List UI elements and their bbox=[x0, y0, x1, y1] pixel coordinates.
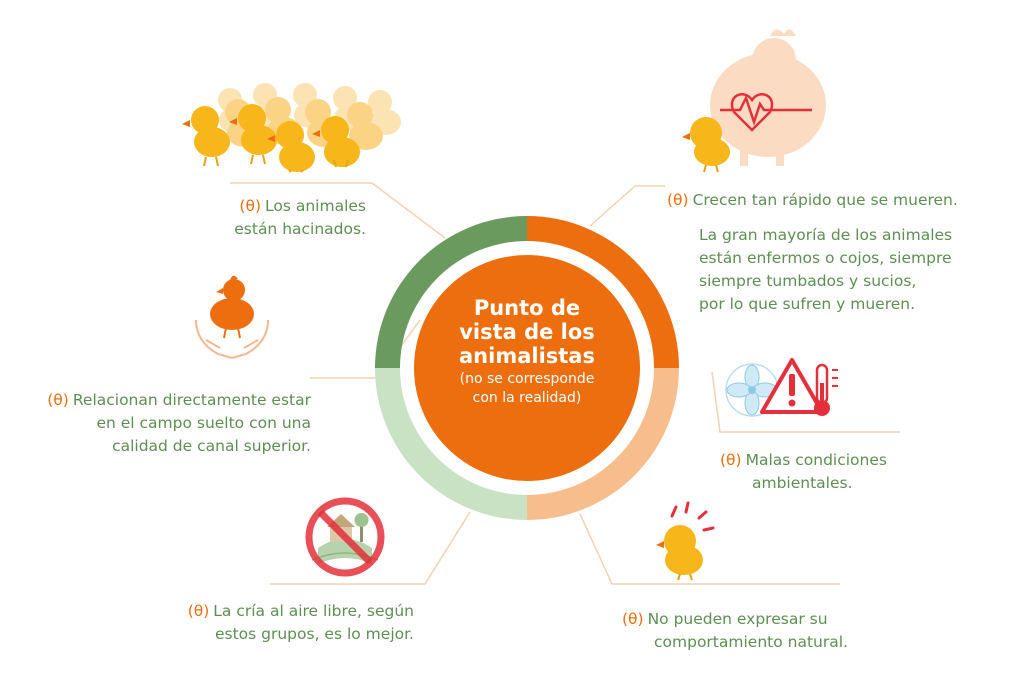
center-title-line: vista de los bbox=[459, 320, 595, 344]
connector-crecen bbox=[589, 185, 665, 227]
connector-aire-libre bbox=[270, 511, 471, 585]
center-title: Punto de vista de los animalistas bbox=[427, 296, 627, 368]
callout-crecen-body: La gran mayoría de los animales están en… bbox=[699, 224, 1017, 316]
callout-text: siempre tumbados y sucios, bbox=[699, 272, 917, 290]
callout-text: calidad de canal superior. bbox=[112, 437, 311, 455]
callout-marker: (θ) bbox=[187, 602, 210, 620]
segment-light-orange bbox=[527, 368, 679, 520]
callout-text: La cría al aire libre, según bbox=[213, 602, 414, 620]
center-subtitle-line: (no se corresponde bbox=[459, 371, 595, 387]
callout-text: por lo que sufren y mueren. bbox=[699, 295, 916, 313]
connector-condiciones bbox=[711, 371, 900, 433]
callout-text: ambientales. bbox=[752, 474, 853, 492]
callout-text: Relacionan directamente estar bbox=[72, 391, 311, 409]
crowded-chicks-icon bbox=[182, 83, 401, 173]
callout-marker: (θ) bbox=[720, 451, 742, 469]
environment-warning-icon bbox=[725, 358, 838, 417]
stressed-chick-icon bbox=[656, 501, 715, 581]
callout-hacinados: (θ)Los animales están hacinados. bbox=[180, 195, 366, 241]
center-title-line: animalistas bbox=[459, 344, 595, 368]
donut-ring bbox=[375, 216, 679, 520]
center-subtitle-line: con la realidad) bbox=[472, 390, 582, 406]
segment-green bbox=[375, 216, 527, 368]
hands-chicken-icon bbox=[195, 275, 269, 359]
callout-marker: (θ) bbox=[622, 610, 644, 628]
segment-orange bbox=[527, 216, 679, 368]
callout-text: están hacinados. bbox=[234, 220, 366, 238]
segment-light-green bbox=[375, 368, 527, 520]
callout-text: están enfermos o cojos, siempre bbox=[699, 249, 952, 267]
callout-marker: (θ) bbox=[47, 391, 69, 409]
center-label: Punto de vista de los animalistas (no se… bbox=[427, 296, 627, 408]
connector-hacinados bbox=[230, 182, 446, 239]
callout-text: estos grupos, es lo mejor. bbox=[214, 625, 414, 643]
sick-chicken-icon bbox=[682, 29, 826, 173]
callout-crecen: (θ)Crecen tan rápido que se mueren. La g… bbox=[667, 189, 1017, 316]
callout-text: No pueden expresar su bbox=[647, 610, 828, 628]
callout-marker: (θ) bbox=[667, 191, 689, 209]
callout-text: La gran mayoría de los animales bbox=[699, 226, 953, 244]
no-outdoor-farm-icon bbox=[305, 497, 385, 577]
callout-text: Crecen tan rápido que se mueren. bbox=[692, 191, 958, 209]
center-circle bbox=[414, 255, 640, 481]
connector-lines bbox=[230, 182, 900, 585]
callout-text: Malas condiciones bbox=[745, 451, 887, 469]
callout-text: Los animales bbox=[265, 197, 366, 215]
callout-text: en el campo suelto con una bbox=[96, 414, 311, 432]
callout-comportamiento: (θ)No pueden expresar su comportamiento … bbox=[622, 608, 922, 654]
connector-comportamiento bbox=[579, 513, 840, 585]
callout-aire-libre: (θ)La cría al aire libre, según estos gr… bbox=[170, 600, 414, 646]
callout-text: comportamiento natural. bbox=[654, 633, 848, 651]
callout-condiciones: (θ)Malas condiciones ambientales. bbox=[720, 449, 940, 495]
center-title-line: Punto de bbox=[473, 296, 581, 320]
center-subtitle: (no se corresponde con la realidad) bbox=[427, 370, 627, 408]
callout-marker: (θ) bbox=[239, 197, 261, 215]
callout-campo: (θ)Relacionan directamente estar en el c… bbox=[8, 389, 311, 458]
